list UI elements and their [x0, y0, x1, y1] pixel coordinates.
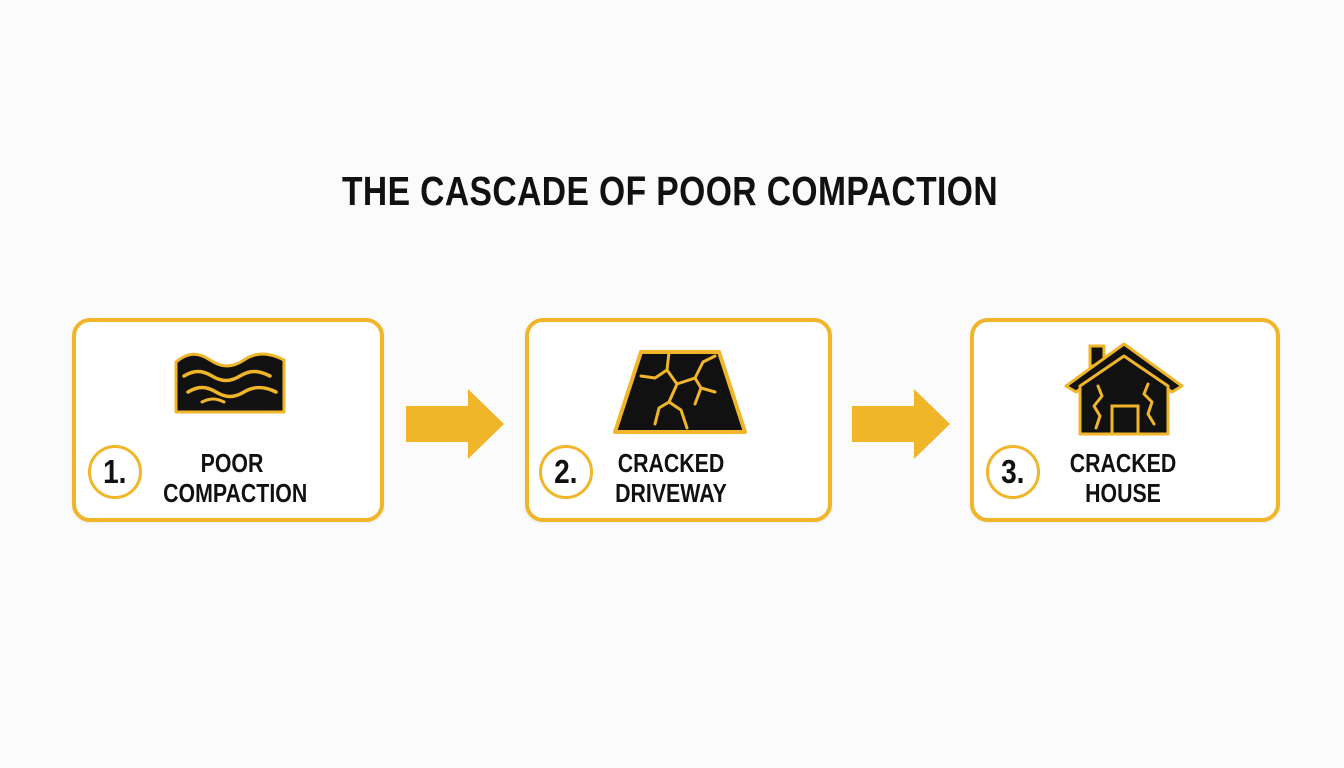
- arrow-right-icon: [406, 389, 504, 459]
- step-card-cracked-house: 3. CRACKED HOUSE: [970, 318, 1280, 522]
- step-card-poor-compaction: 1. POOR COMPACTION: [72, 318, 384, 522]
- cracked-house-icon: [1064, 342, 1184, 436]
- step-number-badge: 2.: [539, 445, 593, 499]
- step-label: POOR COMPACTION: [163, 448, 308, 508]
- step-label: CRACKED HOUSE: [1069, 448, 1177, 508]
- step-card-cracked-driveway: 2. CRACKED DRIVEWAY: [525, 318, 832, 522]
- diagram-title: THE CASCADE OF POOR COMPACTION: [341, 168, 999, 214]
- step-number-badge: 3.: [986, 445, 1040, 499]
- cracked-driveway-icon: [613, 350, 747, 434]
- wavy-soil-icon: [174, 352, 286, 414]
- step-label: CRACKED DRIVEWAY: [615, 448, 727, 508]
- arrow-right-icon: [852, 389, 950, 459]
- step-number-badge: 1.: [88, 445, 142, 499]
